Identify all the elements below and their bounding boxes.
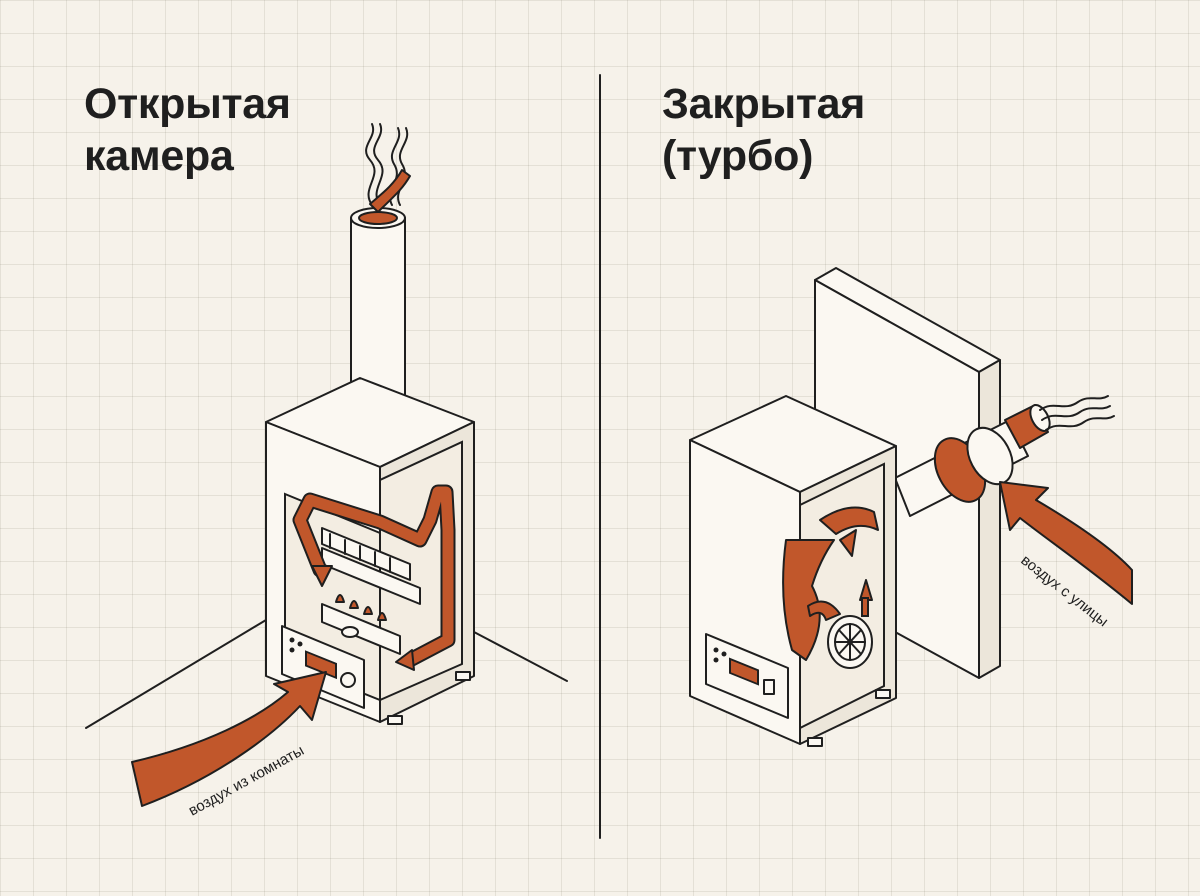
button-dot [721,651,727,657]
heat-exchanger [321,527,421,605]
control-button [763,679,775,695]
control-panel [705,633,789,719]
boiler-foot [387,715,403,725]
exhaust-smoke-outside [1039,395,1115,431]
title-open-line1: Открытая [84,80,291,128]
floor-line-left [85,619,267,729]
floor-line-right [473,631,568,682]
exhaust-smoke [365,123,411,213]
title-closed-line1: Закрытая [662,80,866,128]
closed-chamber-boiler: воздух с улицы [689,267,1133,747]
coaxial-flue-pipe [894,404,1051,517]
display-screen [305,650,337,680]
title-closed-chamber: Закрытая (турбо) [662,78,865,182]
title-open-chamber: Открытая камера [84,78,291,182]
burner [321,594,401,655]
turbo-fan [827,615,873,669]
open-chamber-boiler: воздух из комнаты [85,123,568,819]
button-dot [713,657,719,663]
title-open-line2: камера [84,132,234,180]
title-closed-line2: (турбо) [662,132,814,180]
flue-gas-flow [292,484,456,671]
button-dot [289,647,295,653]
sealed-chamber-flow [782,506,879,661]
display-screen [729,657,759,686]
boiler-foot [807,737,823,747]
control-knob [340,672,356,688]
button-dot [289,637,295,643]
room-air-arrow [131,671,327,807]
boiler-foot [875,689,891,699]
street-air-arrow [999,481,1133,605]
button-dot [713,647,719,653]
button-dot [297,641,303,647]
control-panel [281,625,365,709]
boiler-foot [455,671,471,681]
